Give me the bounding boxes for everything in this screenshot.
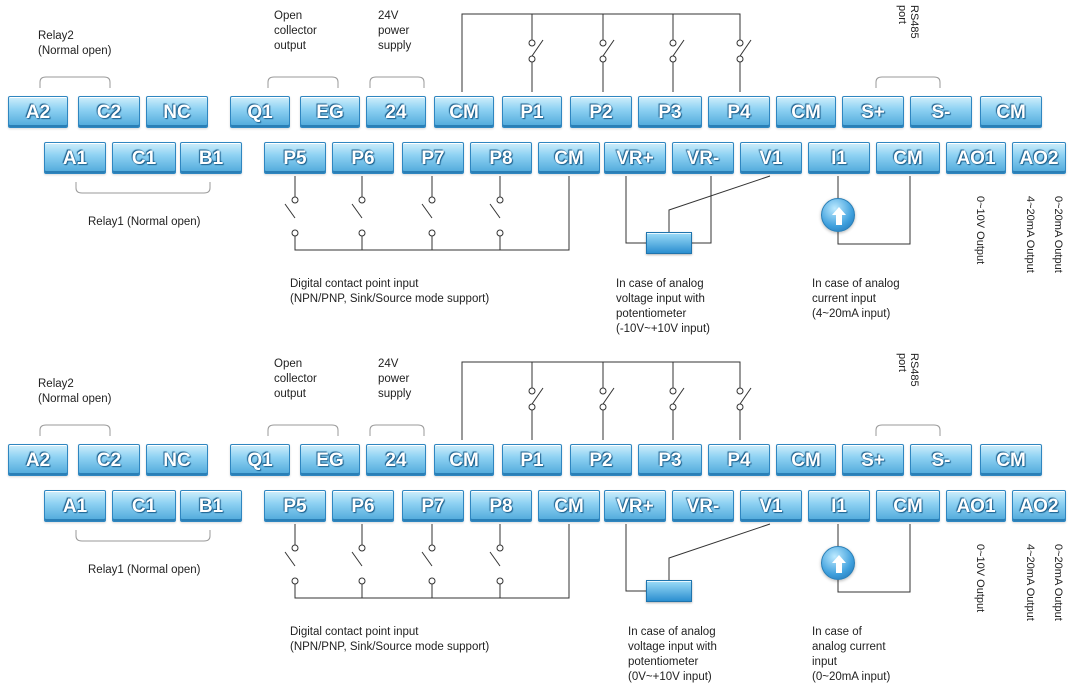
terminal-c2[interactable]: C2 <box>78 96 140 128</box>
terminal-cm[interactable]: CM <box>538 142 600 174</box>
terminal-c1[interactable]: C1 <box>112 490 176 522</box>
switch-p4 <box>736 387 752 440</box>
terminal-a1[interactable]: A1 <box>44 142 106 174</box>
terminal-24[interactable]: 24 <box>366 96 426 128</box>
terminal-i1[interactable]: I1 <box>808 142 870 174</box>
relay1-label: Relay1 (Normal open) <box>88 216 201 228</box>
terminal-q1[interactable]: Q1 <box>230 444 290 476</box>
terminal-p2[interactable]: P2 <box>570 96 632 128</box>
terminal-s-minus[interactable]: S- <box>910 444 972 476</box>
switch-p4 <box>736 39 752 92</box>
terminal-ao1[interactable]: AO1 <box>946 490 1006 522</box>
terminal-vr-minus[interactable]: VR- <box>672 490 734 522</box>
digital-input-label: Digital contact point input(NPN/PNP, Sin… <box>290 278 490 305</box>
terminal-ao2[interactable]: AO2 <box>1012 142 1066 174</box>
output-0-10v-label: 0~10V Output <box>974 196 986 265</box>
switch-p1 <box>528 387 544 440</box>
terminal-cm[interactable]: CM <box>876 142 940 174</box>
current-source-icon <box>821 198 855 232</box>
terminal-i1[interactable]: I1 <box>808 490 870 522</box>
terminal-a1[interactable]: A1 <box>44 490 106 522</box>
terminal-p5[interactable]: P5 <box>264 490 326 522</box>
output-0-10v-label: 0~10V Output <box>974 544 986 613</box>
terminal-q1[interactable]: Q1 <box>230 96 290 128</box>
terminal-cm[interactable]: CM <box>434 96 494 128</box>
output-4-20ma-label: 4~20mA Output <box>1024 544 1036 621</box>
relay2-label: Relay2(Normal open) <box>38 378 112 405</box>
terminal-cm[interactable]: CM <box>876 490 940 522</box>
terminal-ao1[interactable]: AO1 <box>946 142 1006 174</box>
terminal-p6[interactable]: P6 <box>332 490 394 522</box>
terminal-cm[interactable]: CM <box>980 96 1042 128</box>
terminal-p4[interactable]: P4 <box>708 444 770 476</box>
terminal-p2[interactable]: P2 <box>570 444 632 476</box>
terminal-nc[interactable]: NC <box>146 444 208 476</box>
potentiometer-icon <box>646 580 692 602</box>
terminal-p8[interactable]: P8 <box>470 490 532 522</box>
current-source-icon <box>821 546 855 580</box>
terminal-p1[interactable]: P1 <box>502 444 562 476</box>
terminal-eg[interactable]: EG <box>300 444 360 476</box>
terminal-p1[interactable]: P1 <box>502 96 562 128</box>
terminal-cm[interactable]: CM <box>776 444 836 476</box>
relay1-label: Relay1 (Normal open) <box>88 564 201 576</box>
terminal-p7[interactable]: P7 <box>402 142 464 174</box>
potentiometer-icon <box>646 232 692 254</box>
terminal-s-minus[interactable]: S- <box>910 96 972 128</box>
terminal-cm[interactable]: CM <box>434 444 494 476</box>
switch-p2 <box>599 387 615 440</box>
terminal-p6[interactable]: P6 <box>332 142 394 174</box>
terminal-vr-plus[interactable]: VR+ <box>604 142 666 174</box>
terminal-cm[interactable]: CM <box>538 490 600 522</box>
terminal-a2[interactable]: A2 <box>8 96 68 128</box>
terminal-p4[interactable]: P4 <box>708 96 770 128</box>
terminal-ao2[interactable]: AO2 <box>1012 490 1066 522</box>
terminal-a2[interactable]: A2 <box>8 444 68 476</box>
terminal-p3[interactable]: P3 <box>638 96 702 128</box>
wiring-lines <box>39 361 941 599</box>
terminal-c2[interactable]: C2 <box>78 444 140 476</box>
terminal-p7[interactable]: P7 <box>402 490 464 522</box>
wiring-lines <box>39 13 941 251</box>
output-4-20ma-label: 4~20mA Output <box>1024 196 1036 273</box>
terminal-b1[interactable]: B1 <box>180 490 242 522</box>
terminal-vr-plus[interactable]: VR+ <box>604 490 666 522</box>
terminal-p8[interactable]: P8 <box>470 142 532 174</box>
terminal-cm[interactable]: CM <box>980 444 1042 476</box>
terminal-c1[interactable]: C1 <box>112 142 176 174</box>
terminal-p5[interactable]: P5 <box>264 142 326 174</box>
relay2-label: Relay2(Normal open) <box>38 30 112 57</box>
terminal-vr-minus[interactable]: VR- <box>672 142 734 174</box>
switch-p2 <box>599 39 615 92</box>
switch-p3 <box>669 39 685 92</box>
switch-p3 <box>669 387 685 440</box>
terminal-v1[interactable]: V1 <box>740 142 802 174</box>
terminal-v1[interactable]: V1 <box>740 490 802 522</box>
terminal-eg[interactable]: EG <box>300 96 360 128</box>
terminal-cm[interactable]: CM <box>776 96 836 128</box>
terminal-nc[interactable]: NC <box>146 96 208 128</box>
terminal-s-plus[interactable]: S+ <box>842 444 904 476</box>
output-0-20ma-label: 0~20mA Output <box>1052 544 1064 621</box>
terminal-p3[interactable]: P3 <box>638 444 702 476</box>
output-0-20ma-label: 0~20mA Output <box>1052 196 1064 273</box>
terminal-24[interactable]: 24 <box>366 444 426 476</box>
terminal-b1[interactable]: B1 <box>180 142 242 174</box>
switch-p1 <box>528 39 544 92</box>
terminal-s-plus[interactable]: S+ <box>842 96 904 128</box>
digital-input-label: Digital contact point input(NPN/PNP, Sin… <box>290 626 490 653</box>
